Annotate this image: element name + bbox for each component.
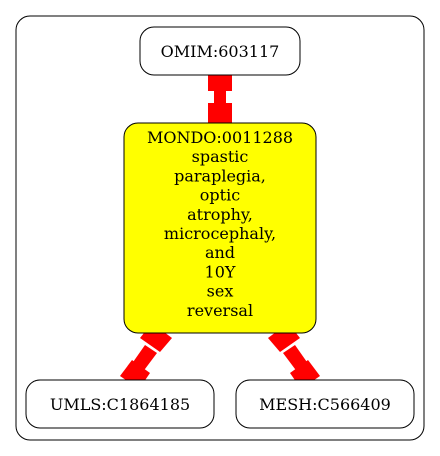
- node-umls-label: UMLS:C1864185: [50, 395, 190, 414]
- node-omim-box: [139, 26, 301, 76]
- node-mondo-box: [123, 122, 317, 334]
- node-mondo-line: paraplegia,: [174, 166, 266, 185]
- node-omim[interactable]: OMIM:603117: [139, 26, 301, 76]
- node-umls[interactable]: UMLS:C1864185: [25, 379, 215, 429]
- node-mondo-line: reversal: [187, 301, 253, 320]
- edge-omim-mondo-head-bottom: [208, 103, 232, 125]
- node-mondo-line: microcephaly,: [164, 224, 276, 243]
- cluster-frame: [15, 15, 425, 441]
- node-mondo-line: MONDO:0011288: [147, 128, 293, 147]
- node-mondo-line: atrophy,: [187, 205, 253, 224]
- node-omim-label: OMIM:603117: [161, 42, 280, 61]
- node-mondo-line: and: [205, 243, 235, 262]
- node-mesh[interactable]: MESH:C566409: [235, 379, 415, 429]
- node-mondo-line: 10Y: [205, 262, 236, 281]
- node-mesh-label: MESH:C566409: [259, 395, 391, 414]
- node-umls-box: [25, 379, 215, 429]
- node-mondo-line: spastic: [192, 147, 249, 166]
- node-mondo-line: sex: [207, 282, 234, 301]
- node-mesh-box: [235, 379, 415, 429]
- edge-omim-mondo-shaft: [214, 89, 226, 105]
- edge-omim-mondo: [208, 69, 232, 125]
- node-mondo-line: optic: [200, 186, 240, 205]
